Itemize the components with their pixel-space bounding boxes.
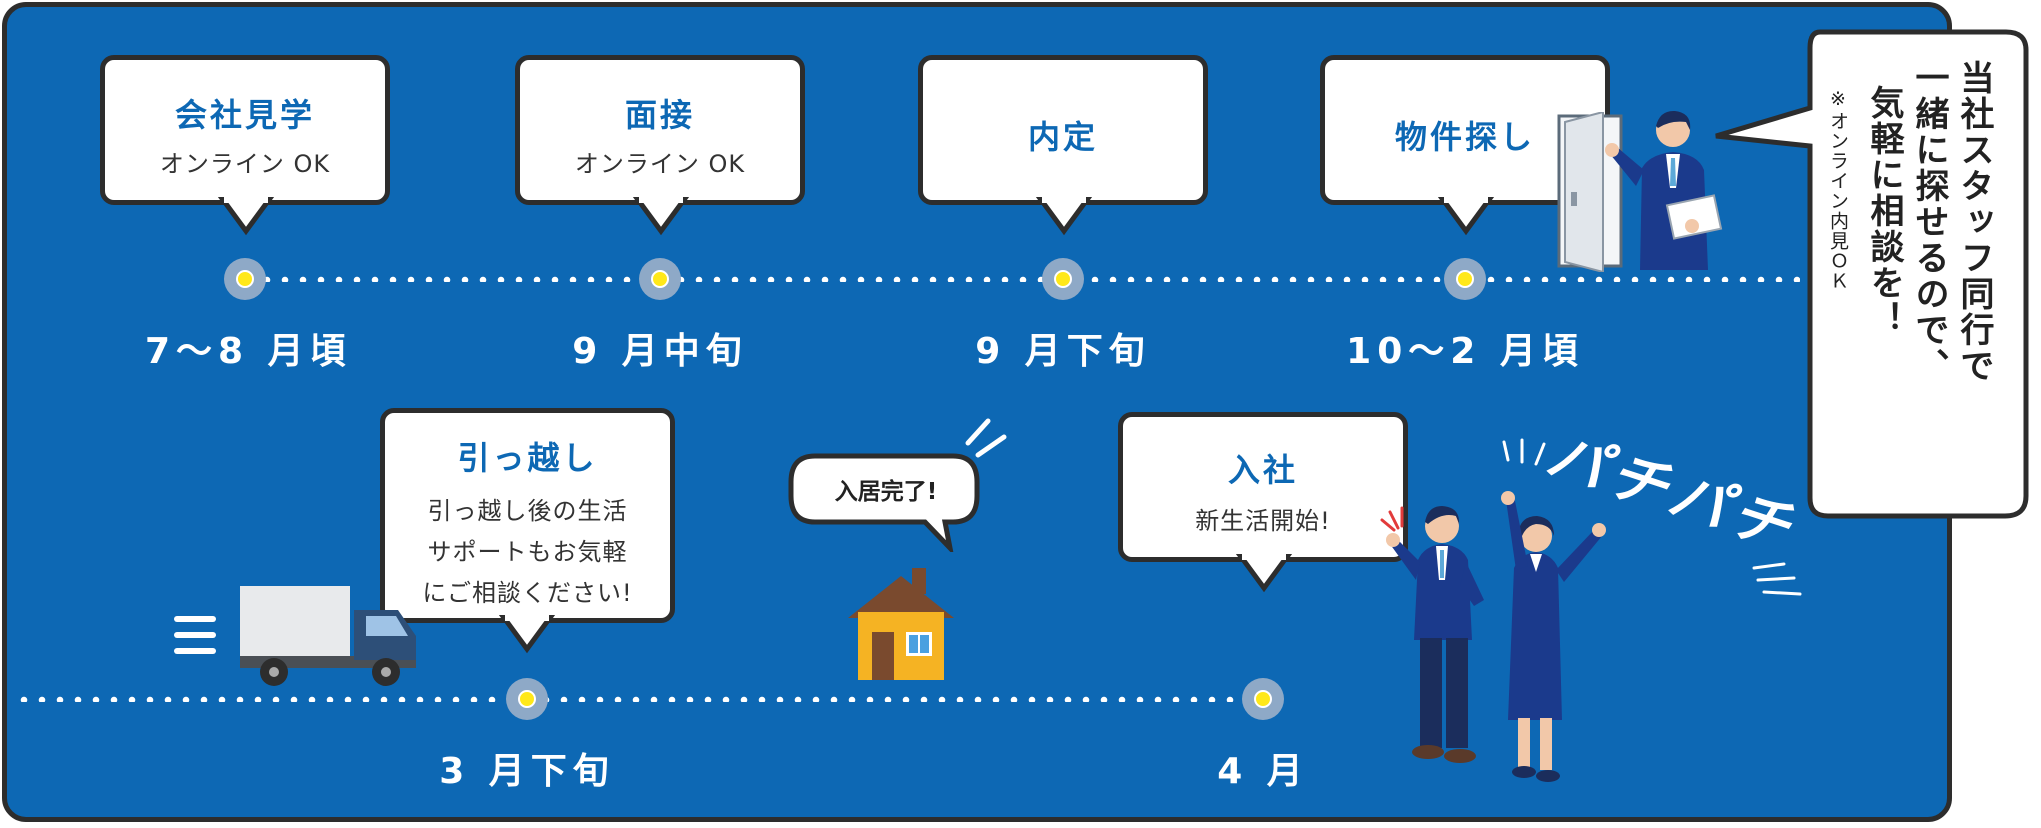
- step-date: 10～2 月頃: [1346, 331, 1584, 372]
- step-title: 物件探し: [1394, 118, 1535, 156]
- timeline-dotted-line-bottom: [15, 696, 1265, 702]
- timeline-marker: [1042, 258, 1084, 300]
- move-in-bubble: [788, 453, 980, 552]
- applause-lines-icon: [1752, 562, 1802, 596]
- step-date: 3 月下旬: [439, 751, 615, 792]
- step-title: 会社見学: [174, 96, 315, 134]
- step-subtitle-line: にご相談ください!: [422, 579, 633, 607]
- truck-icon: [240, 586, 416, 686]
- step-date: 7～8 月頃: [145, 331, 352, 372]
- step-subtitle: オンライン OK: [574, 150, 746, 178]
- staff-callout-bubble: [1715, 29, 2029, 519]
- staff-callout-line: 当社スタッフ同行で: [1954, 60, 1994, 384]
- bubble-tail: [1437, 197, 1495, 236]
- timeline-dotted-line-top: [240, 276, 1800, 282]
- timeline-marker: [1444, 258, 1486, 300]
- bubble-tail: [1235, 554, 1293, 593]
- step-title: 入社: [1227, 451, 1298, 489]
- timeline-marker: [224, 258, 266, 300]
- cheering-employees-icon: [1380, 491, 1606, 782]
- step-joining-bubble: 入社 新生活開始!: [1118, 412, 1408, 562]
- bubble-tail: [217, 197, 275, 236]
- step-title: 面接: [624, 96, 695, 134]
- step-date: 9 月下旬: [975, 331, 1151, 372]
- sparkle-lines-icon: [965, 418, 1007, 458]
- step-interview-bubble: 面接 オンライン OK: [515, 55, 805, 205]
- step-subtitle-line: サポートもお気軽: [427, 538, 628, 566]
- step-moving-bubble: 引っ越し 引っ越し後の生活 サポートもお気軽 にご相談ください!: [380, 408, 675, 623]
- bubble-tail: [1035, 197, 1093, 236]
- timeline-marker: [506, 678, 548, 720]
- staff-with-clipboard-icon: [1605, 110, 1723, 270]
- step-subtitle: 新生活開始!: [1195, 507, 1331, 535]
- step-company-visit-bubble: 会社見学 オンライン OK: [100, 55, 390, 205]
- step-title: 引っ越し: [457, 439, 598, 477]
- speed-lines-icon: [174, 616, 216, 654]
- staff-callout-line: 一緒に探せるので、: [1909, 60, 1949, 384]
- step-subtitle: オンライン OK: [159, 150, 331, 178]
- timeline-marker: [639, 258, 681, 300]
- step-title: 内定: [1027, 118, 1098, 156]
- staff-callout-line: 気軽に相談を！: [1864, 85, 1904, 337]
- staff-callout-note: ※オンライン内見ＯＫ: [1827, 88, 1849, 291]
- step-offer-bubble: 内定: [918, 55, 1208, 205]
- timeline-marker: [1242, 678, 1284, 720]
- bubble-tail: [632, 197, 690, 236]
- step-subtitle-line: 引っ越し後の生活: [427, 497, 628, 525]
- house-icon: [848, 568, 954, 680]
- door-icon: [1557, 112, 1623, 272]
- move-in-label: 入居完了!: [834, 479, 938, 505]
- step-date: 4 月: [1217, 751, 1309, 792]
- bubble-tail: [498, 615, 556, 654]
- step-date: 9 月中旬: [572, 331, 748, 372]
- applause-lines-icon: [1502, 438, 1546, 466]
